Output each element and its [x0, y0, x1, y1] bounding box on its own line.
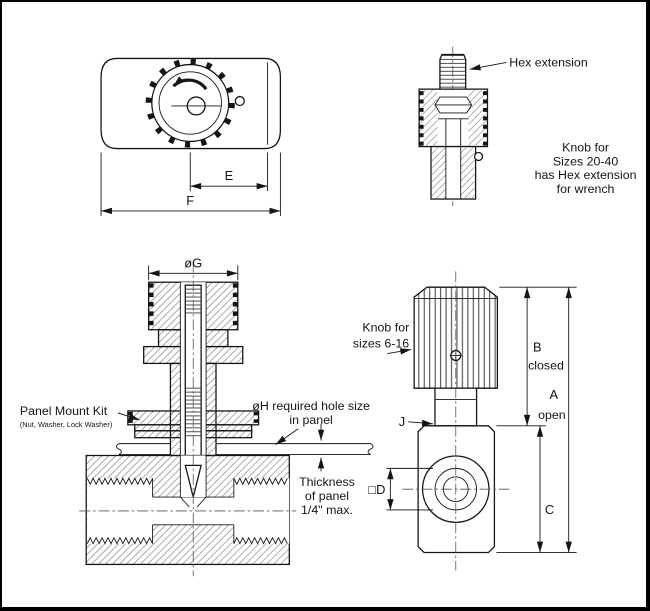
- panel-thickness-note: Thickness of panel 1/4" max.: [299, 423, 355, 517]
- panel-mount-kit-note: Panel Mount Kit (Nut, Washer, Lock Washe…: [20, 404, 140, 429]
- dim-a-state: open: [538, 408, 566, 422]
- rotation-arrow: [172, 76, 208, 91]
- dim-e-label: E: [225, 168, 234, 183]
- dim-c-label: C: [545, 502, 554, 517]
- thickness-line: of panel: [305, 489, 349, 503]
- hex-extension-leader: [469, 61, 507, 71]
- note-line: Knob for: [562, 141, 609, 155]
- dim-g-label: øG: [184, 255, 202, 270]
- top-plan-view: E F: [100, 57, 282, 216]
- hole-size-note: øH required hole size in panel: [252, 399, 370, 445]
- note-line: Knob for: [362, 321, 409, 335]
- hex-extension-stud: [439, 53, 467, 90]
- front-view: B closed C A open □D J Knob for siz: [353, 271, 577, 571]
- dim-d-label: □D: [368, 482, 385, 497]
- note-line: for wrench: [557, 182, 615, 196]
- dim-b-state: closed: [528, 358, 564, 372]
- dimension-g: øG: [148, 255, 239, 281]
- dimension-c: C: [536, 425, 554, 553]
- dimension-f: F: [100, 152, 281, 216]
- knob-6-16-note: Knob for sizes 6-16: [353, 321, 412, 355]
- note-line: sizes 6-16: [353, 337, 410, 351]
- dimension-b: B closed: [523, 287, 564, 426]
- panel: [115, 443, 374, 455]
- dim-f-label: F: [186, 193, 194, 208]
- knob-20-40-note: Knob for Sizes 20-40 has Hex extension f…: [535, 141, 637, 197]
- panel-mount-section-view: øG Panel Mount Kit (Nut, Washer, Lock Wa…: [20, 255, 374, 577]
- knob-knurl-ring: [145, 58, 235, 148]
- dim-a-label: A: [550, 387, 559, 402]
- hole-note-line: øH required hole size: [252, 399, 370, 413]
- panel-mount-kit-title: Panel Mount Kit: [20, 404, 108, 418]
- note-line: Sizes 20-40: [553, 154, 618, 168]
- hole-note-line: in panel: [289, 413, 332, 427]
- dimension-a: A open: [538, 287, 572, 553]
- hex-extension-section-view: Hex extension Knob for Sizes 20-40 has H…: [418, 46, 637, 206]
- hex-extension-label: Hex extension: [509, 55, 588, 69]
- note-line: has Hex extension: [535, 168, 637, 182]
- dimension-d: □D: [368, 467, 433, 511]
- thickness-line: 1/4" max.: [301, 503, 353, 517]
- panel-mount-kit-subtitle: (Nut, Washer, Lock Washer): [20, 420, 112, 429]
- dim-b-label: B: [533, 340, 542, 355]
- dimension-j: J: [399, 414, 434, 429]
- dimension-e: E: [189, 152, 268, 192]
- detent-ball: [234, 95, 245, 107]
- dim-j-label: J: [399, 414, 405, 429]
- roll-pin: [473, 151, 484, 162]
- thickness-line: Thickness: [299, 475, 355, 489]
